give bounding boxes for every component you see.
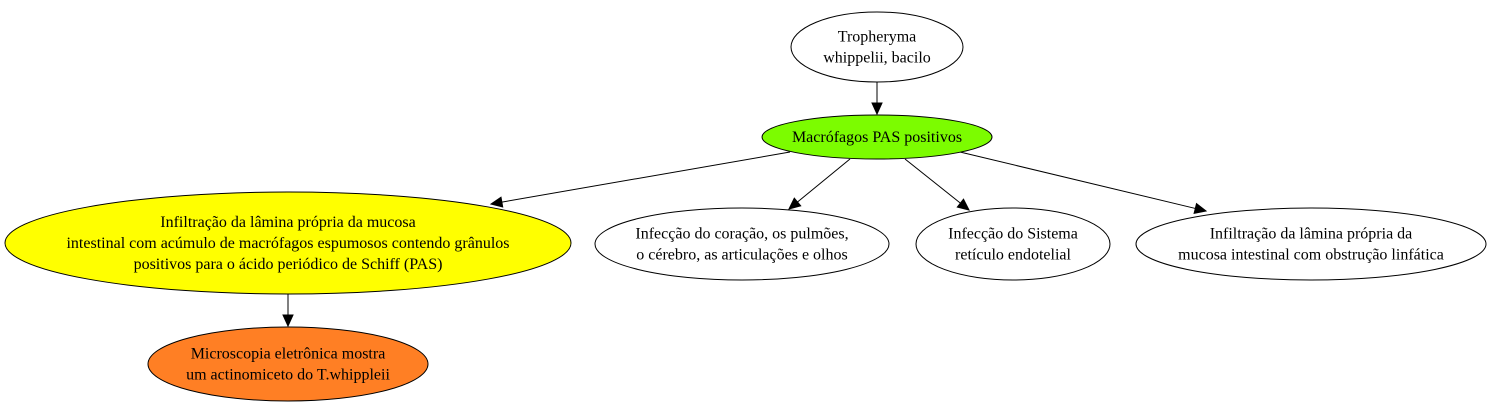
node-label-microscopia-1: um actinomiceto do T.whippleii xyxy=(186,367,390,384)
node-infiltracao-pas: Infiltração da lâmina própria da mucosa i… xyxy=(4,191,572,295)
node-shape-macrofagos xyxy=(761,114,993,160)
node-label-infiltracao-pas-2: positivos para o ácido periódico de Schi… xyxy=(134,256,443,273)
node-label-infiltracao-linfatica-0: Infiltração da lâmina própria da xyxy=(1210,226,1413,243)
arrowhead-icon xyxy=(788,197,802,210)
node-label-infiltracao-pas-1: intestinal com acúmulo de macrófagos esp… xyxy=(66,235,509,252)
edge-line xyxy=(959,151,1196,209)
node-shape-infiltracao-linfatica xyxy=(1135,207,1487,281)
edge-line xyxy=(797,158,851,203)
node-label-tropheryma-1: whippelii, bacilo xyxy=(823,50,931,67)
edge-macrofagos-to-infeccao-sistema xyxy=(904,158,970,211)
node-shape-infiltracao-pas xyxy=(4,191,572,295)
arrowhead-icon xyxy=(489,196,504,208)
node-infeccao-orgaos: Infecção do coração, os pulmões, o cérebr… xyxy=(594,207,890,281)
node-label-macrofagos-0: Macrófagos PAS positivos xyxy=(792,129,962,146)
node-infiltracao-linfatica: Infiltração da lâmina própria da mucosa i… xyxy=(1135,207,1487,281)
edge-macrofagos-to-infiltracao-pas xyxy=(489,151,791,208)
arrowhead-icon xyxy=(1193,202,1208,214)
arrowhead-icon xyxy=(871,102,883,116)
edge-infiltracao-pas-to-microscopia xyxy=(282,294,294,328)
node-infeccao-sistema: Infecção do Sistema retículo endotelial xyxy=(915,207,1111,281)
node-macrofagos: Macrófagos PAS positivos xyxy=(761,114,993,160)
node-label-infeccao-orgaos-0: Infecção do coração, os pulmões, xyxy=(635,226,848,243)
node-label-infeccao-sistema-1: retículo endotelial xyxy=(955,247,1072,264)
node-label-infiltracao-linfatica-1: mucosa intestinal com obstrução linfátic… xyxy=(1178,247,1444,264)
edge-macrofagos-to-infeccao-orgaos xyxy=(788,158,851,210)
node-shape-infeccao-sistema xyxy=(915,207,1111,281)
node-label-infeccao-orgaos-1: o cérebro, as articulações e olhos xyxy=(636,247,847,264)
node-microscopia: Microscopia eletrônica mostra um actinomi… xyxy=(147,326,429,402)
node-shape-microscopia xyxy=(147,326,429,402)
node-label-microscopia-0: Microscopia eletrônica mostra xyxy=(191,346,386,363)
node-label-infeccao-sistema-0: Infecção do Sistema xyxy=(948,226,1078,243)
node-shape-infeccao-orgaos xyxy=(594,207,890,281)
edge-line xyxy=(904,158,961,204)
arrowhead-icon xyxy=(282,314,294,328)
node-label-tropheryma-0: Tropheryma xyxy=(838,29,917,46)
edges-layer xyxy=(282,82,1208,328)
node-tropheryma: Tropheryma whippelii, bacilo xyxy=(790,11,964,83)
node-shape-tropheryma xyxy=(790,11,964,83)
edge-macrofagos-to-infiltracao-linfatica xyxy=(959,151,1208,214)
edge-tropheryma-to-macrofagos xyxy=(871,82,883,116)
node-label-infiltracao-pas-0: Infiltração da lâmina própria da mucosa xyxy=(160,214,415,231)
arrowhead-icon xyxy=(956,198,970,211)
edge-line xyxy=(501,151,791,203)
